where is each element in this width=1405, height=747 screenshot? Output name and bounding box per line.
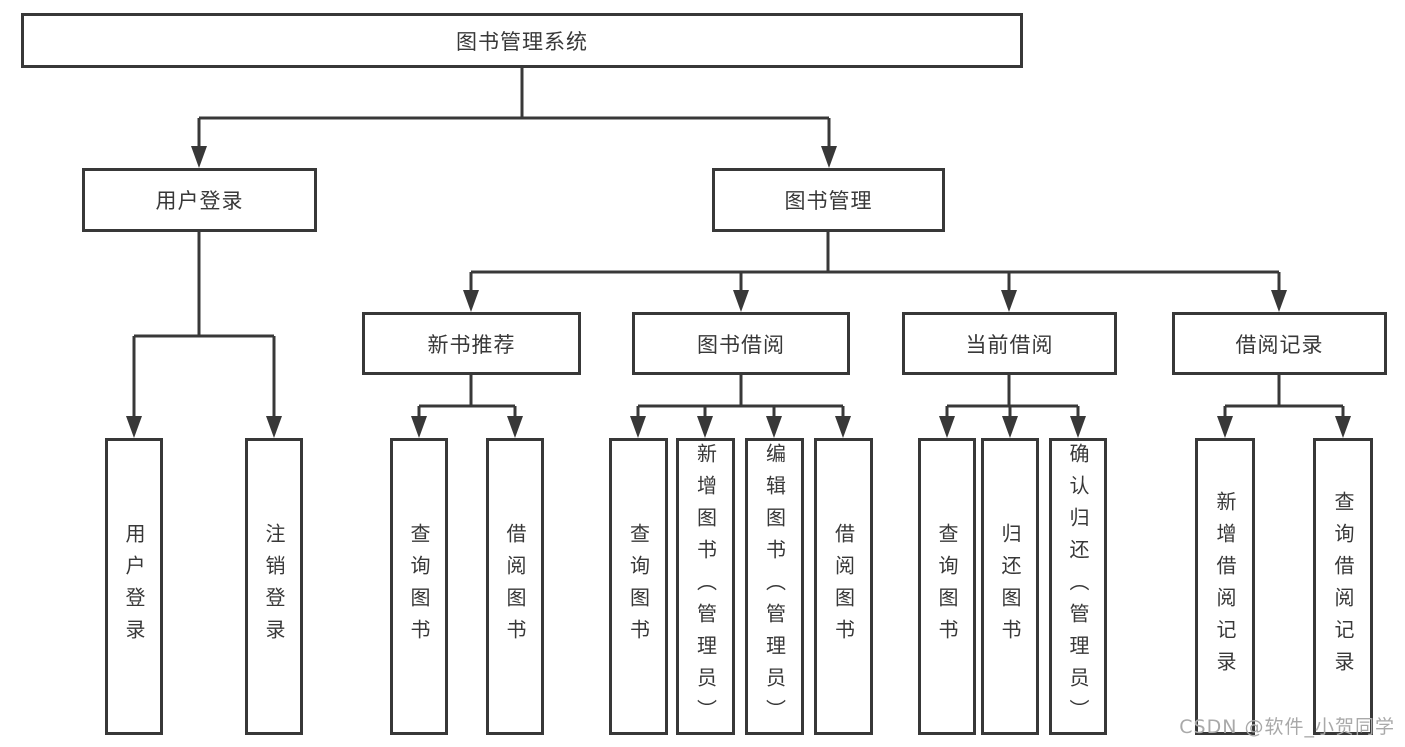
node-label: 图书管理 [784, 189, 873, 213]
node-add-borrow-record: 新增借阅记录 [1195, 438, 1255, 735]
node-label: 借阅图书 [503, 522, 527, 651]
node-label: 图书借阅 [697, 332, 785, 357]
watermark: CSDN @软件_小贺同学 [1179, 716, 1395, 738]
node-return-books: 归还图书 [981, 438, 1039, 735]
node-label: 用户登录 [122, 522, 146, 651]
node-library-management-system: 图书管理系统 [21, 13, 1023, 68]
node-new-book-recommend: 新书推荐 [362, 312, 581, 375]
node-label: 查询图书 [407, 522, 431, 651]
node-query-books-borrowing: 查询图书 [609, 438, 668, 735]
node-label: 查询图书 [626, 522, 651, 651]
node-label: 新书推荐 [427, 332, 516, 357]
node-label: 查询借阅记录 [1331, 490, 1355, 683]
node-edit-book-admin: 编辑图书（管理员） [745, 438, 804, 735]
node-label: 新增借阅记录 [1213, 490, 1237, 683]
node-book-management: 图书管理 [712, 168, 945, 232]
node-user-login: 用户登录 [82, 168, 317, 232]
node-query-books-current: 查询图书 [918, 438, 976, 735]
node-query-books-recommend: 查询图书 [390, 438, 448, 735]
node-book-borrowing: 图书借阅 [632, 312, 850, 375]
node-label: 查询图书 [935, 522, 959, 651]
node-add-book-admin: 新增图书（管理员） [676, 438, 735, 735]
node-label: 图书管理系统 [456, 29, 588, 54]
node-borrow-books-recommend: 借阅图书 [486, 438, 544, 735]
node-label: 确认归还（管理员） [1066, 442, 1090, 731]
node-label: 编辑图书（管理员） [762, 442, 787, 731]
node-user-login-leaf: 用户登录 [105, 438, 163, 735]
node-label: 用户登录 [155, 189, 244, 213]
node-confirm-return-admin: 确认归还（管理员） [1049, 438, 1107, 735]
node-borrow-books-borrowing: 借阅图书 [814, 438, 873, 735]
node-label: 当前借阅 [965, 332, 1054, 357]
arrowheads [126, 146, 1351, 438]
node-current-borrowing: 当前借阅 [902, 312, 1117, 375]
node-borrow-records: 借阅记录 [1172, 312, 1387, 375]
node-label: 借阅图书 [831, 522, 856, 651]
node-query-borrow-record: 查询借阅记录 [1313, 438, 1373, 735]
node-label: 注销登录 [262, 522, 286, 651]
node-logout-leaf: 注销登录 [245, 438, 303, 735]
node-label: 借阅记录 [1235, 332, 1324, 357]
node-label: 新增图书（管理员） [693, 442, 718, 731]
node-label: 归还图书 [998, 522, 1022, 651]
